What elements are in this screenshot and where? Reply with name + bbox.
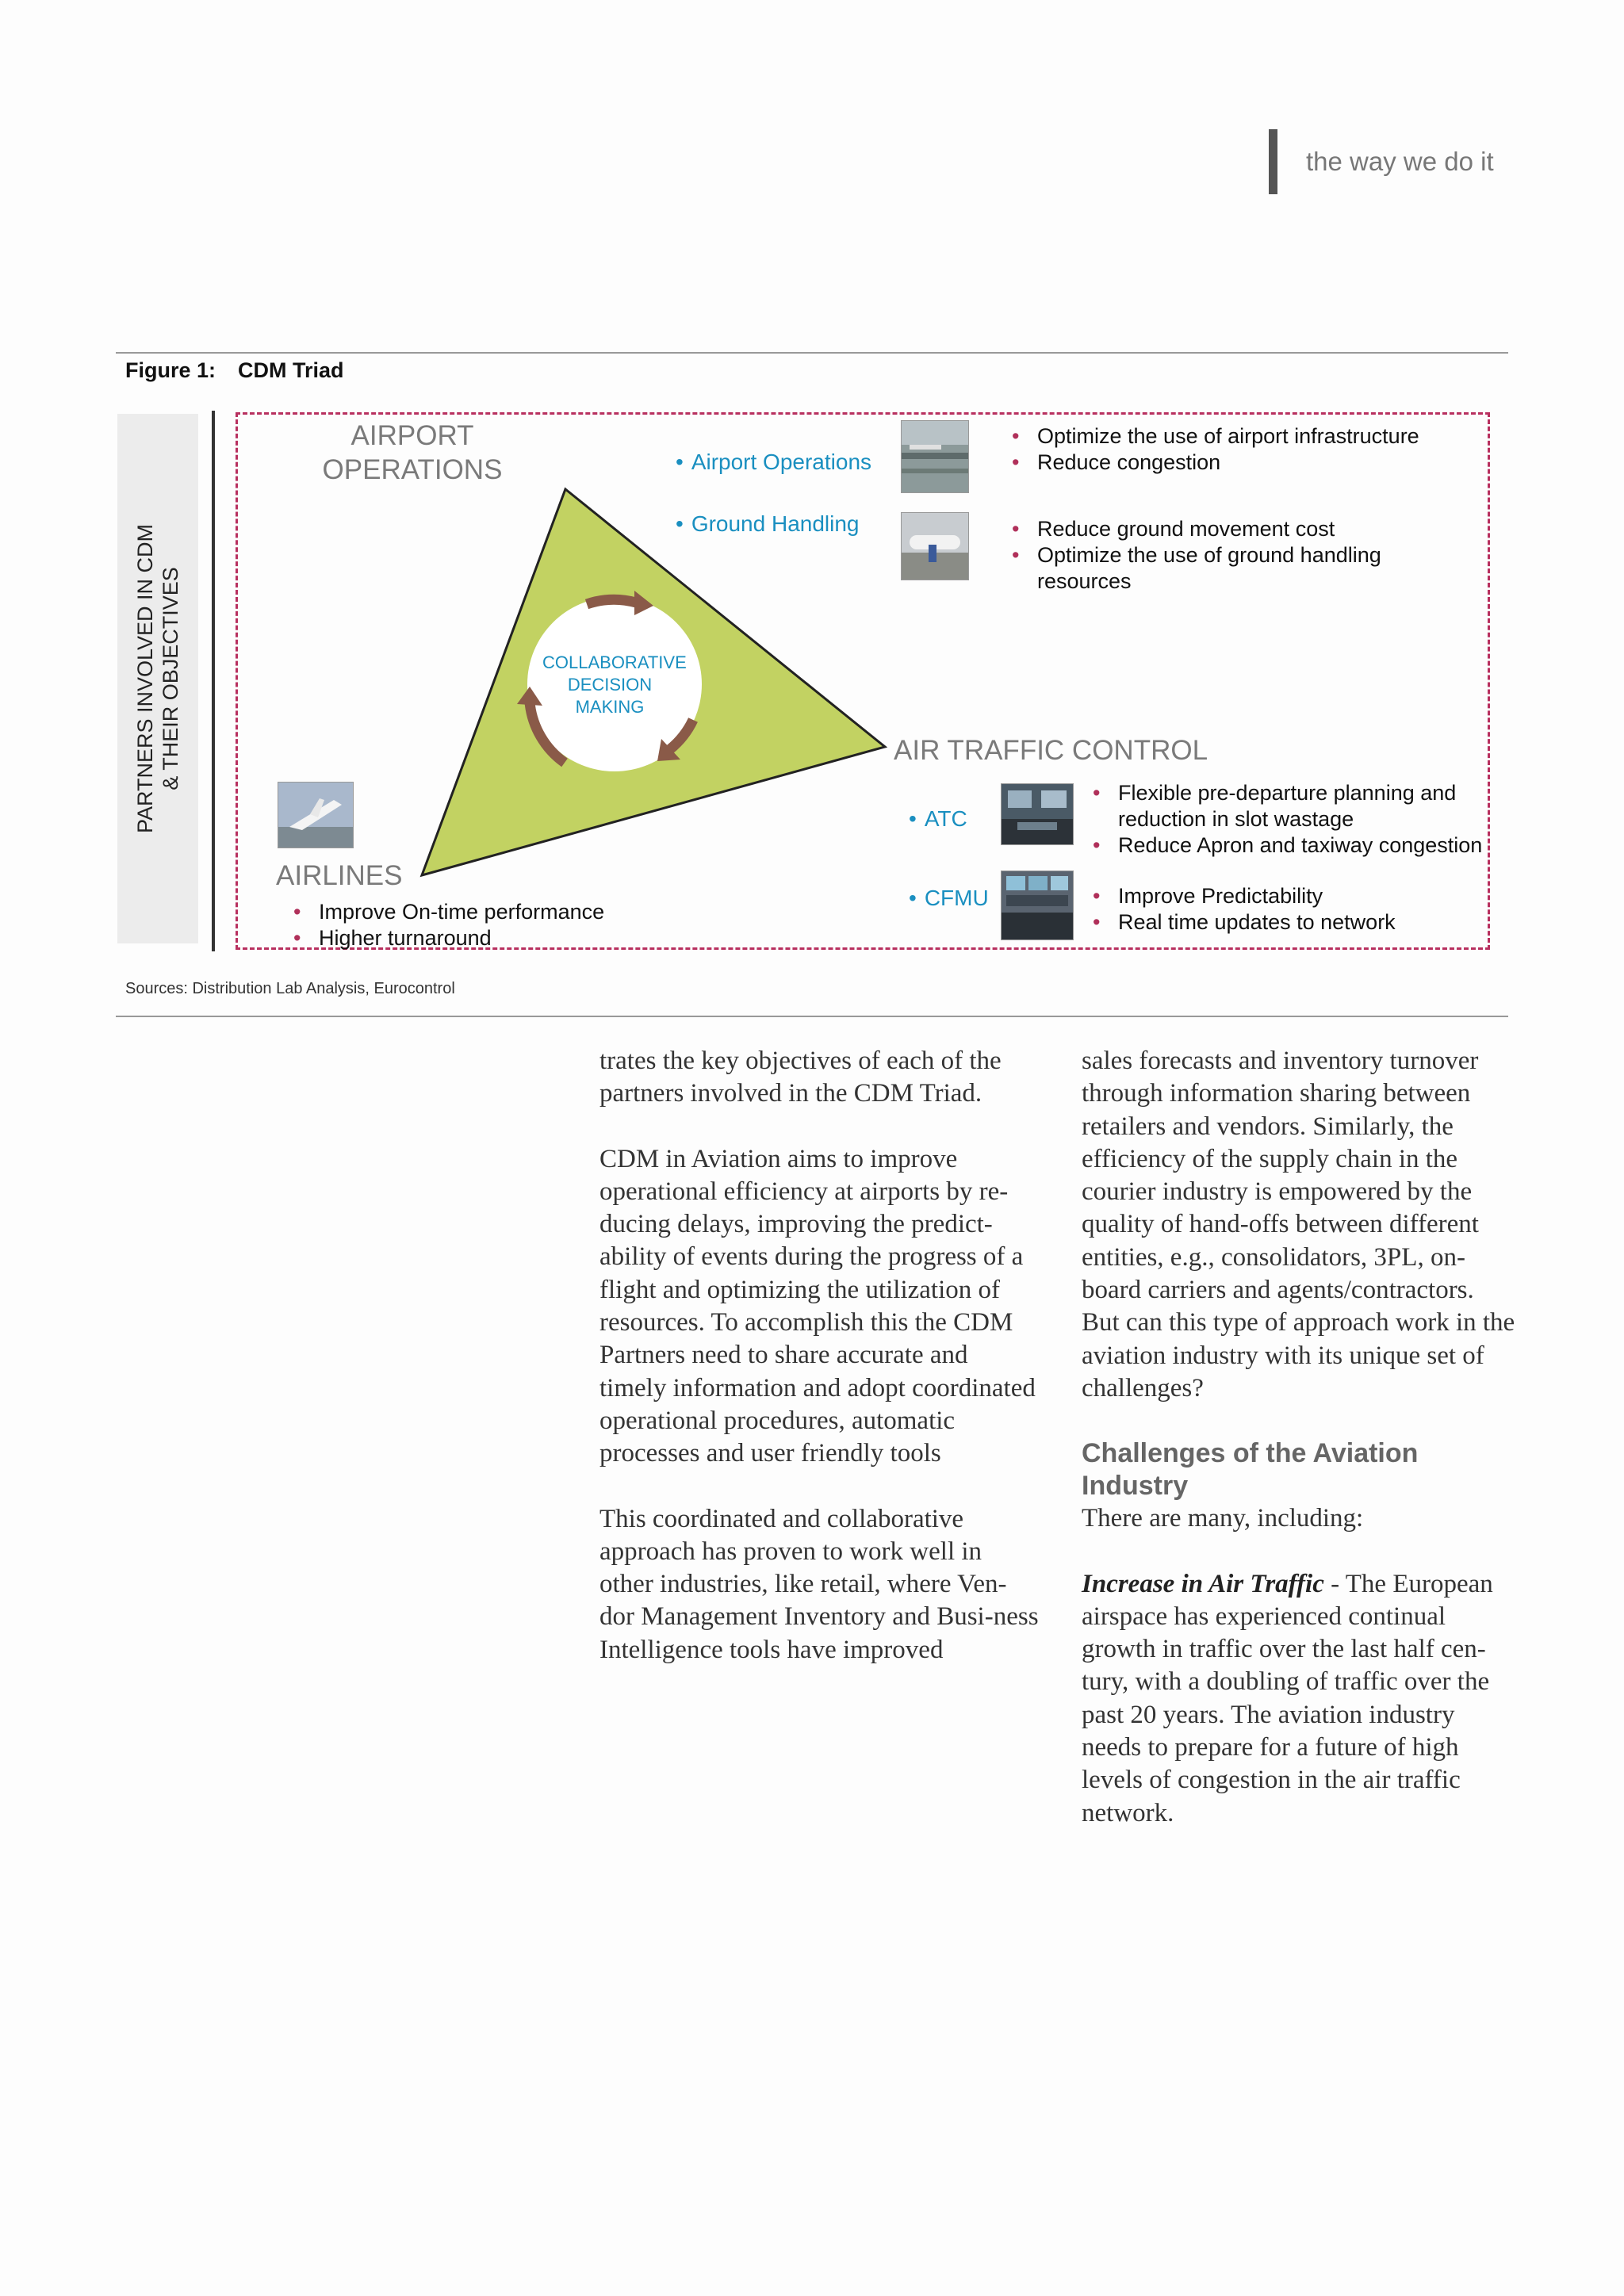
ground-handling-subpartner: •Ground Handling xyxy=(676,511,860,537)
cfmu-photo xyxy=(1001,871,1074,940)
body-column-middle: trates the key objectives of each of the… xyxy=(599,1045,1040,1667)
objective-item: Improve On-time performance xyxy=(293,899,706,925)
airport-operations-title: AIRPORT OPERATIONS xyxy=(317,419,508,487)
paragraph: sales forecasts and inventory turnover t… xyxy=(1082,1045,1516,1405)
objective-item: Higher turnaround xyxy=(293,925,706,951)
atc-photo xyxy=(1001,783,1074,845)
paragraph: There are many, including: xyxy=(1082,1502,1516,1535)
objective-item: Improve Predictability xyxy=(1093,883,1489,909)
cfmu-subpartner: •CFMU xyxy=(909,886,989,911)
airlines-title: AIRLINES xyxy=(276,859,403,893)
paragraph: Increase in Air Traffic - The European a… xyxy=(1082,1568,1516,1830)
atc-subpartner: •ATC xyxy=(909,806,967,832)
ground-handling-photo xyxy=(901,512,969,580)
body-column-right: sales forecasts and inventory turnover t… xyxy=(1082,1045,1516,1830)
objective-item: Reduce Apron and taxiway congestion xyxy=(1093,832,1489,859)
cfmu-objectives: Improve Predictability Real time updates… xyxy=(1093,883,1489,936)
objective-item: Optimize the use of airport infrastructu… xyxy=(1012,423,1488,450)
airport-ops-subpartner: •Airport Operations xyxy=(676,450,871,475)
airlines-objectives: Improve On-time performance Higher turna… xyxy=(293,899,706,951)
section-heading: Challenges of the Aviation Industry xyxy=(1082,1437,1516,1502)
cycle-arrow-top xyxy=(587,599,636,604)
cdm-center-label: COLLABORATIVE DECISION MAKING xyxy=(542,652,677,718)
objective-item: Flexible pre-departure planning and redu… xyxy=(1093,780,1489,832)
ground-handling-objectives: Reduce ground movement cost Optimize the… xyxy=(1012,516,1424,595)
paragraph: CDM in Aviation aims to improve operatio… xyxy=(599,1143,1040,1471)
atc-title: AIR TRAFFIC CONTROL xyxy=(894,733,1208,767)
figure-sources: Sources: Distribution Lab Analysis, Euro… xyxy=(125,980,455,998)
objective-item: Reduce congestion xyxy=(1012,450,1488,476)
objective-item: Real time updates to network xyxy=(1093,909,1489,936)
lead-term: Increase in Air Traffic xyxy=(1082,1570,1324,1598)
objective-item: Reduce ground movement cost xyxy=(1012,516,1424,542)
figure-bottom-rule xyxy=(116,1016,1508,1017)
paragraph: trates the key objectives of each of the… xyxy=(599,1045,1040,1111)
airport-ops-objectives: Optimize the use of airport infrastructu… xyxy=(1012,423,1488,476)
airlines-photo xyxy=(278,782,354,848)
objective-item: Optimize the use of ground handling reso… xyxy=(1012,542,1424,595)
atc-objectives: Flexible pre-departure planning and redu… xyxy=(1093,780,1489,859)
airport-photo xyxy=(901,420,969,493)
paragraph: This coordinated and collaborative appro… xyxy=(599,1503,1040,1667)
